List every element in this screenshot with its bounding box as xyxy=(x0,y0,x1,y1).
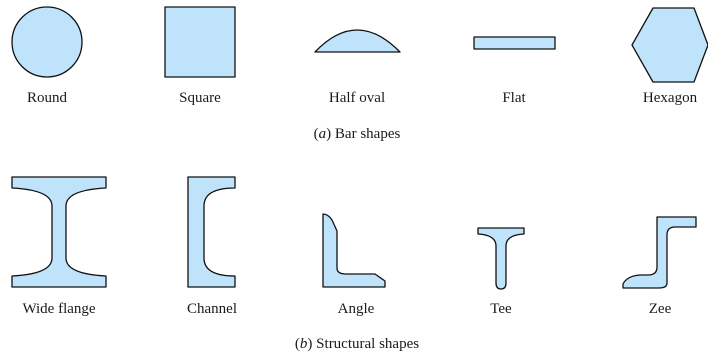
structural-shape-label-wide-flange: Wide flange xyxy=(22,301,96,317)
structural-shapes-caption: (b) Structural shapes xyxy=(294,336,420,352)
wide-flange-shape-icon xyxy=(11,176,107,288)
flat-bar-shape-icon xyxy=(473,36,556,50)
bar-shapes-caption: (a) Bar shapes xyxy=(313,126,401,142)
bar-shape-label-square: Square xyxy=(179,90,221,106)
bar-shape-label-round: Round xyxy=(26,90,68,106)
bar-shape-label-half-oval: Half oval xyxy=(328,90,386,106)
bar-shape-label-flat: Flat xyxy=(502,90,526,106)
channel-shape-icon xyxy=(187,176,236,288)
structural-shape-label-channel: Channel xyxy=(187,301,237,317)
bar-shapes-caption-letter: a xyxy=(318,126,327,142)
half-oval-shape-icon xyxy=(314,29,401,53)
square-shape-icon xyxy=(164,6,236,78)
zee-shape-icon xyxy=(622,216,697,289)
structural-shape-label-tee: Tee xyxy=(490,301,512,317)
structural-shape-label-angle: Angle xyxy=(337,301,375,317)
structural-shapes-caption-text: Structural shapes xyxy=(316,336,420,352)
tee-shape-icon xyxy=(477,227,525,290)
hexagon-shape-icon xyxy=(631,7,708,83)
bar-shape-label-hexagon: Hexagon xyxy=(642,90,698,106)
circle-shape-icon xyxy=(11,6,83,78)
structural-shape-label-zee: Zee xyxy=(648,301,672,317)
angle-shape-icon xyxy=(322,213,386,288)
structural-shapes-caption-letter: b xyxy=(299,336,308,352)
bar-shapes-caption-text: Bar shapes xyxy=(334,126,401,142)
